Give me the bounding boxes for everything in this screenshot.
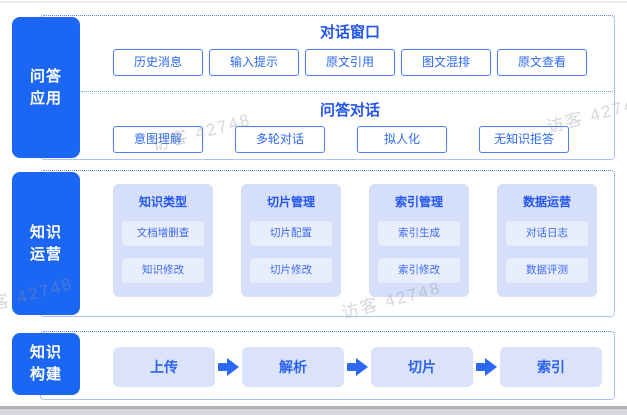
feature-chip-row-dialog-window: 历史消息输入提示原文引用图文混排原文查看 (113, 49, 587, 76)
feature-chip: 图文混排 (401, 49, 491, 76)
side-label-line: 运营 (29, 245, 62, 263)
ops-column-chip: 知识修改 (122, 258, 204, 283)
window-bottom-edge (0, 406, 627, 415)
side-label-line: 构建 (29, 366, 62, 383)
ops-column-chip: 文档增删查 (122, 221, 204, 246)
ops-column-title: 知识类型 (138, 195, 187, 209)
panel-knowledge-operation: 知识类型 文档增删查 知识修改 切片管理 切片配置 切片修改 索引管理 索引生成… (40, 170, 615, 317)
side-label-line: 应用 (29, 89, 62, 107)
side-label-knowledge-operation: 知识 运营 (12, 172, 80, 315)
flow-step: 切片 (371, 347, 473, 387)
feature-chip: 历史消息 (113, 49, 203, 76)
side-label-line: 知识 (29, 223, 62, 241)
feature-chip: 输入提示 (209, 49, 299, 76)
group-dialog-window: 对话窗口 历史消息输入提示原文引用图文混排原文查看 (41, 23, 614, 76)
flow-arrow-icon (347, 358, 368, 376)
side-label-qa-application: 问答 应用 (12, 17, 80, 158)
flow-cell: 解析 (215, 347, 344, 387)
feature-chip: 原文查看 (497, 49, 587, 76)
ops-column-chip: 索引修改 (378, 258, 460, 283)
panel-qa-application: 对话窗口 历史消息输入提示原文引用图文混排原文查看 问答对话 意图理解 多轮对话 拟… (40, 15, 615, 160)
feature-chip: 原文引用 (305, 49, 395, 76)
ops-column-title: 切片管理 (266, 195, 315, 209)
side-label-line: 知识 (29, 344, 62, 362)
group-qa-dialog: 问答对话 意图理解 多轮对话 拟人化 无知识拒答 (41, 101, 614, 153)
ops-column-chip: 切片修改 (250, 258, 332, 283)
feature-chip: 拟人化 (357, 126, 447, 153)
build-flow-row: 上传 解析 切片 索引 (41, 347, 614, 387)
ops-column-row: 知识类型 文档增删查 知识修改 切片管理 切片配置 切片修改 索引管理 索引生成… (41, 184, 614, 297)
feature-chip: 意图理解 (113, 126, 203, 153)
ops-column-title: 数据运营 (522, 195, 571, 209)
ops-column-chip: 索引生成 (378, 221, 460, 246)
group-title-qa-dialog: 问答对话 (319, 102, 380, 119)
ops-column-title: 索引管理 (394, 195, 443, 209)
side-label-line: 问答 (29, 67, 62, 85)
flow-cell: 索引 (473, 347, 602, 387)
ops-column: 切片管理 切片配置 切片修改 (241, 184, 341, 297)
dotted-divider (81, 91, 613, 92)
ops-column: 数据运营 对话日志 数据评测 (497, 184, 597, 297)
flow-step: 索引 (500, 347, 602, 387)
side-label-knowledge-build: 知识 构建 (12, 333, 80, 395)
flow-arrow-icon (476, 358, 497, 376)
feature-chip: 多轮对话 (235, 126, 325, 153)
ops-column-chip: 数据评测 (506, 258, 588, 283)
feature-chip: 无知识拒答 (479, 126, 569, 153)
ops-column: 索引管理 索引生成 索引修改 (369, 184, 469, 297)
panel-knowledge-build: 上传 解析 切片 索引 (40, 331, 615, 400)
flow-arrow-icon (218, 358, 239, 376)
feature-chip-row-qa-dialog: 意图理解 多轮对话 拟人化 无知识拒答 (113, 126, 587, 153)
window-top-edge (0, 1, 627, 3)
flow-step: 解析 (242, 347, 344, 387)
ops-column-chip: 对话日志 (506, 221, 588, 246)
flow-cell: 上传 (113, 347, 215, 387)
ops-column: 知识类型 文档增删查 知识修改 (113, 184, 213, 297)
flow-cell: 切片 (344, 347, 473, 387)
flow-step: 上传 (113, 347, 215, 387)
group-title-dialog-window: 对话窗口 (319, 24, 380, 41)
ops-column-chip: 切片配置 (250, 221, 332, 246)
